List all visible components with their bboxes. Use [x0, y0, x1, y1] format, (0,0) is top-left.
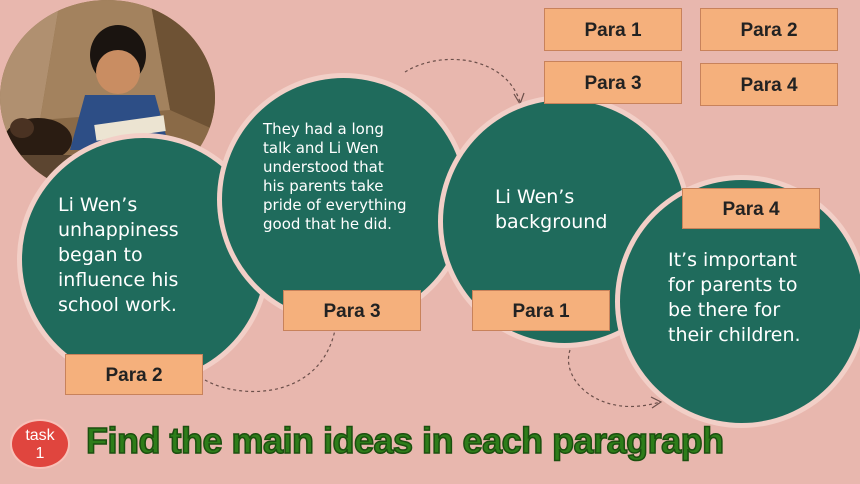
option-para-3[interactable]: Para 3	[544, 61, 682, 104]
option-para-4[interactable]: Para 4	[700, 63, 838, 106]
option-para-2[interactable]: Para 2	[700, 8, 838, 51]
page-title: Find the main ideas in each paragraph	[85, 419, 725, 462]
task-word: task	[25, 427, 55, 444]
task-number: 1	[35, 445, 45, 462]
idea-text-unhappiness: Li Wen’s unhappiness began to influence …	[58, 194, 179, 316]
idea-circle-long-talk: They had a long talk and Li Wen understo…	[222, 78, 465, 321]
answer-label-para-2[interactable]: Para 2	[65, 354, 203, 395]
answer-label-para-3[interactable]: Para 3	[283, 290, 421, 331]
curve-right-arrowhead	[650, 396, 663, 409]
curve-top-arrow	[404, 58, 521, 103]
option-para-1[interactable]: Para 1	[544, 8, 682, 51]
answer-label-para-4[interactable]: Para 4	[682, 188, 820, 229]
idea-text-long-talk: They had a long talk and Li Wen understo…	[263, 120, 407, 233]
task-badge: task 1	[10, 419, 70, 469]
answer-label-para-1[interactable]: Para 1	[472, 290, 610, 331]
idea-text-background: Li Wen’s background	[495, 186, 608, 233]
idea-text-parents: It’s important for parents to be there f…	[668, 249, 801, 346]
curve-top-arrowhead	[513, 92, 525, 106]
curve-left	[204, 329, 336, 393]
